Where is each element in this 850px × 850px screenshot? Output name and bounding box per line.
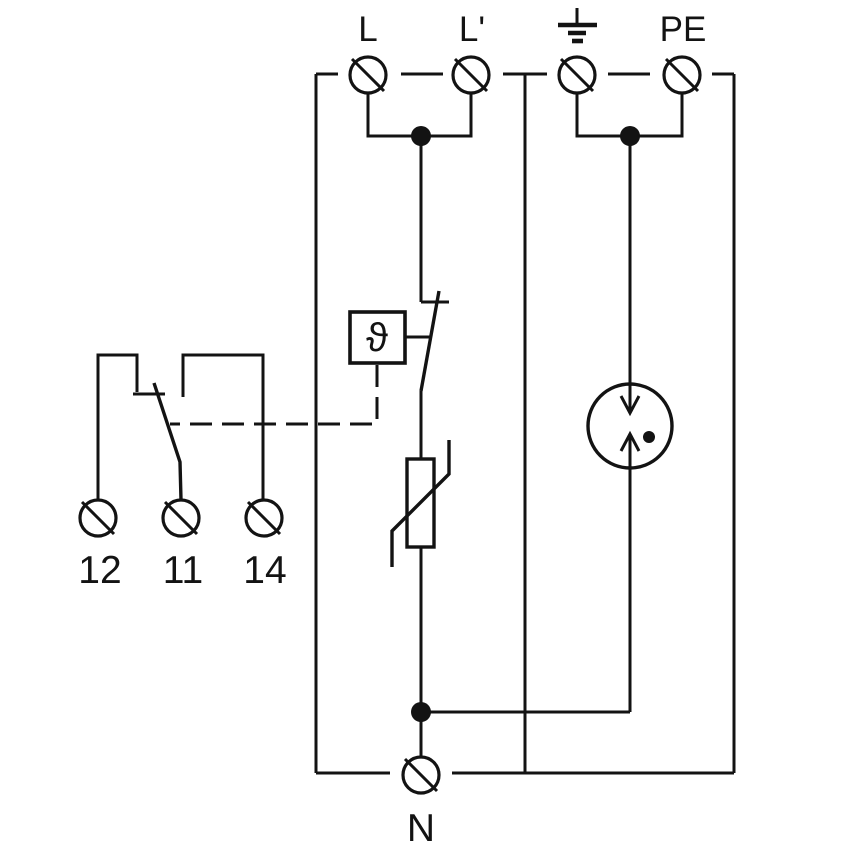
varistor-diagonal	[390, 440, 451, 567]
terminal-slash	[246, 500, 282, 536]
gdt-circle	[586, 382, 674, 470]
label-12: 12	[78, 549, 121, 592]
terminal-12	[78, 498, 118, 538]
gdt-arrow-up	[619, 430, 641, 452]
disconnect-switch-icon	[419, 290, 449, 392]
earth-ground-icon	[558, 8, 597, 44]
terminal-slash	[664, 57, 700, 93]
label-14: 14	[243, 549, 286, 592]
terminal-L-prime	[451, 55, 491, 95]
gdt-gas-dot	[643, 431, 655, 443]
terminal-L	[348, 55, 388, 95]
mechanical-linkage-dashed	[170, 365, 379, 426]
terminal-11	[161, 498, 201, 538]
contact-blade	[152, 382, 183, 501]
gas-discharge-tube-icon	[586, 382, 674, 470]
label-L: L	[358, 10, 377, 49]
thermal-symbol: ϑ	[366, 316, 388, 360]
gdt-arrow-down	[619, 395, 641, 417]
label-PE: PE	[660, 10, 707, 49]
terminal-slash	[163, 500, 199, 536]
label-11: 11	[163, 549, 204, 592]
contact-14-wire	[181, 353, 265, 500]
terminal-slash	[403, 757, 439, 793]
terminal-N	[401, 755, 441, 795]
changeover-contact-icon	[96, 353, 265, 501]
terminal-slash	[80, 500, 116, 536]
terminal-14	[244, 498, 284, 538]
label-L-prime: L'	[459, 10, 485, 49]
switch-blade	[419, 290, 441, 392]
label-N: N	[407, 807, 435, 850]
neutral-branch	[411, 702, 630, 757]
terminal-slash	[559, 57, 595, 93]
terminal-PE	[662, 55, 702, 95]
terminal-slash	[350, 57, 386, 93]
contact-12-wire	[96, 353, 139, 500]
thermal-disconnector-icon: ϑ	[170, 310, 430, 426]
terminal-earth	[557, 55, 597, 95]
phase-branch	[366, 93, 473, 712]
terminal-slash	[453, 57, 489, 93]
pe-branch	[575, 93, 684, 712]
device-enclosure	[314, 72, 736, 775]
